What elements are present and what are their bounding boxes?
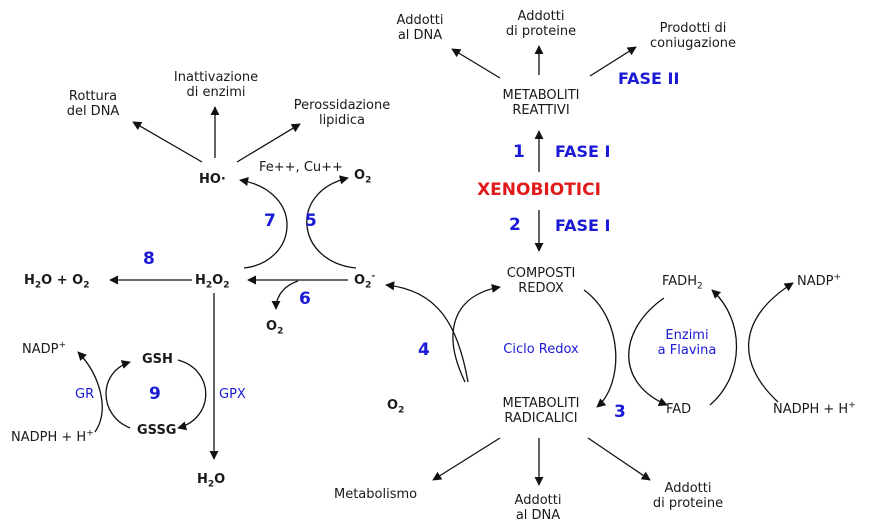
arrow-to-protein-adducts-bottom xyxy=(587,437,651,481)
arrow-cycle-left-up xyxy=(452,283,501,383)
arrow-to-dna-adducts xyxy=(451,48,501,79)
fadh2-label: FADH2 xyxy=(662,274,703,292)
oxygen-small-label: O2 xyxy=(266,319,284,337)
arrow-flavin-right-up xyxy=(709,289,738,406)
arrow-gr xyxy=(105,360,131,429)
redox-cycle-label: Ciclo Redox xyxy=(503,342,579,357)
arrow-to-o2-small xyxy=(271,280,299,310)
phase1-down-label: FASE I xyxy=(555,216,611,235)
phase2-label: FASE II xyxy=(618,69,680,88)
gr-enzyme-label: GR xyxy=(75,387,95,402)
fad-label: FAD xyxy=(666,402,692,417)
metabolism-label: Metabolismo xyxy=(334,487,418,502)
arrow-to-conjugation xyxy=(589,46,637,77)
hydrogen-peroxide-label: H2O2 xyxy=(195,273,230,291)
step-2: 2 xyxy=(509,215,521,235)
arrow-nadph-to-nadp xyxy=(747,282,794,403)
metal-ions-label: Fe++, Cu++ xyxy=(259,160,343,175)
gssg-label: GSSG xyxy=(137,423,177,438)
gpx-enzyme-label: GPX xyxy=(219,387,246,402)
water-label: H2O xyxy=(197,472,226,490)
water-oxygen-label: H2O + O2 xyxy=(24,273,90,291)
arrow-to-lipid-peroxidation xyxy=(236,123,301,163)
phase1-up-label: FASE I xyxy=(555,142,611,161)
oxygen-label: O2 xyxy=(387,398,405,416)
arrow-gpx xyxy=(177,359,207,431)
step-6: 6 xyxy=(299,289,311,309)
arrow-h2o2-to-hydroxyl xyxy=(239,176,288,269)
arrow-nadph-to-nadp-gsh xyxy=(77,351,103,433)
gsh-label: GSH xyxy=(142,352,173,367)
nadp-label-left: NADP+ xyxy=(22,340,67,357)
oxygen-top-label: O2 xyxy=(354,168,372,186)
step-3: 3 xyxy=(614,402,626,422)
arrow-flavin-left-down xyxy=(628,297,668,406)
arrow-to-dna-breakage xyxy=(132,121,203,163)
nadph-label-right: NADPH + H+ xyxy=(773,400,856,417)
step-9: 9 xyxy=(149,384,161,404)
nadph-label-left: NADPH + H+ xyxy=(11,428,94,445)
nadp-label-right: NADP+ xyxy=(797,272,842,289)
arrow-cycle-right-down xyxy=(583,289,617,408)
step-1: 1 xyxy=(513,142,525,162)
hydroxyl-radical-label: HO· xyxy=(199,172,226,187)
step-5: 5 xyxy=(305,211,317,231)
superoxide-label: O2- xyxy=(354,271,376,291)
arrow-to-metabolism xyxy=(432,437,501,481)
step-8: 8 xyxy=(143,249,155,269)
step-7: 7 xyxy=(264,211,276,231)
step-4: 4 xyxy=(418,340,430,360)
arrow-superoxide-to-o2 xyxy=(306,175,357,269)
arrow-cycle-to-superoxide xyxy=(385,281,469,383)
xenobiotics-label: XENOBIOTICI xyxy=(477,180,601,200)
